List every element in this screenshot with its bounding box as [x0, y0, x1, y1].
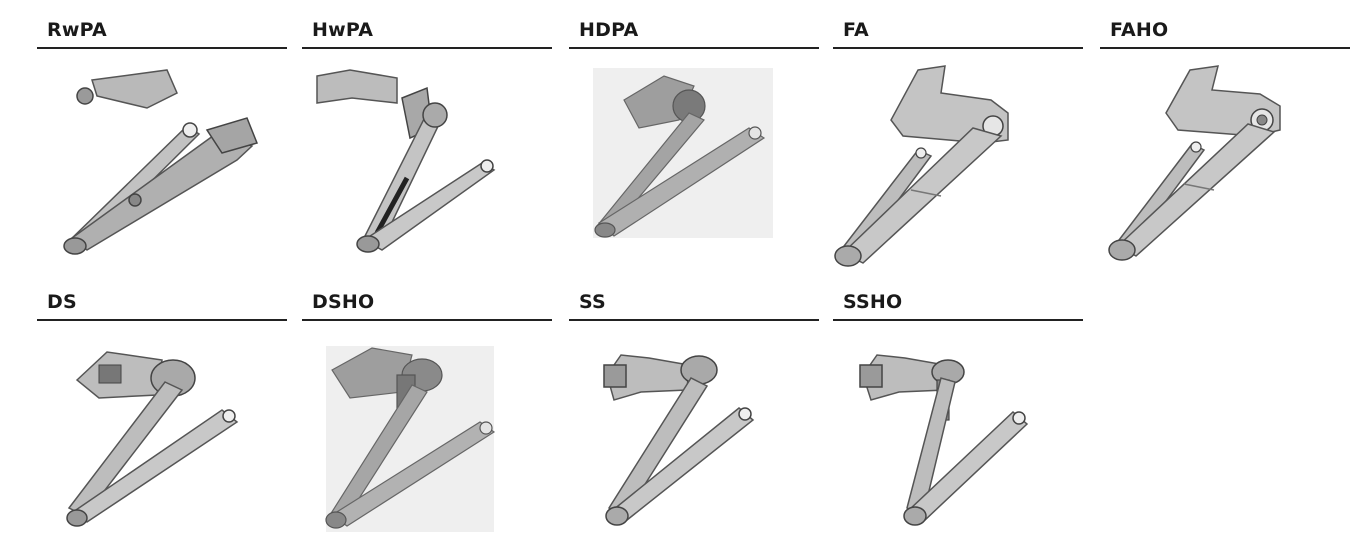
door-stop-arm-icon	[37, 330, 287, 542]
product-code: FAHO	[1110, 19, 1169, 41]
spring-stop-arm-icon	[569, 330, 819, 542]
heavy-arm-parallel-bracket-icon	[302, 58, 552, 270]
fixed-arm-hold-open-icon	[1100, 58, 1350, 270]
product-card-rwpa[interactable]: RwPA	[37, 18, 287, 268]
spring-stop-hold-open-icon	[833, 330, 1083, 542]
divider	[569, 319, 819, 321]
product-code: SSHO	[843, 291, 903, 313]
divider	[833, 319, 1083, 321]
regular-arm-parallel-bracket-icon	[37, 58, 287, 270]
product-code: FA	[843, 19, 869, 41]
product-card-dsho[interactable]: DSHO	[302, 290, 552, 540]
heavy-duty-parallel-arm-icon	[569, 58, 819, 270]
product-code: HwPA	[312, 19, 374, 41]
divider	[302, 47, 552, 49]
divider	[569, 47, 819, 49]
fixed-arm-icon	[833, 58, 1083, 270]
product-code: RwPA	[47, 19, 107, 41]
product-card-ss[interactable]: SS	[569, 290, 819, 540]
divider	[37, 319, 287, 321]
divider	[1100, 47, 1350, 49]
product-card-hdpa[interactable]: HDPA	[569, 18, 819, 268]
product-card-hwpa[interactable]: HwPA	[302, 18, 552, 268]
divider	[833, 47, 1083, 49]
door-stop-hold-open-icon	[302, 330, 552, 542]
divider	[302, 319, 552, 321]
product-code: SS	[579, 291, 606, 313]
product-code: HDPA	[579, 19, 639, 41]
product-card-ds[interactable]: DS	[37, 290, 287, 540]
product-code: DSHO	[312, 291, 375, 313]
product-card-faho[interactable]: FAHO	[1100, 18, 1350, 268]
product-card-fa[interactable]: FA	[833, 18, 1083, 268]
product-code: DS	[47, 291, 77, 313]
divider	[37, 47, 287, 49]
product-card-ssho[interactable]: SSHO	[833, 290, 1083, 540]
